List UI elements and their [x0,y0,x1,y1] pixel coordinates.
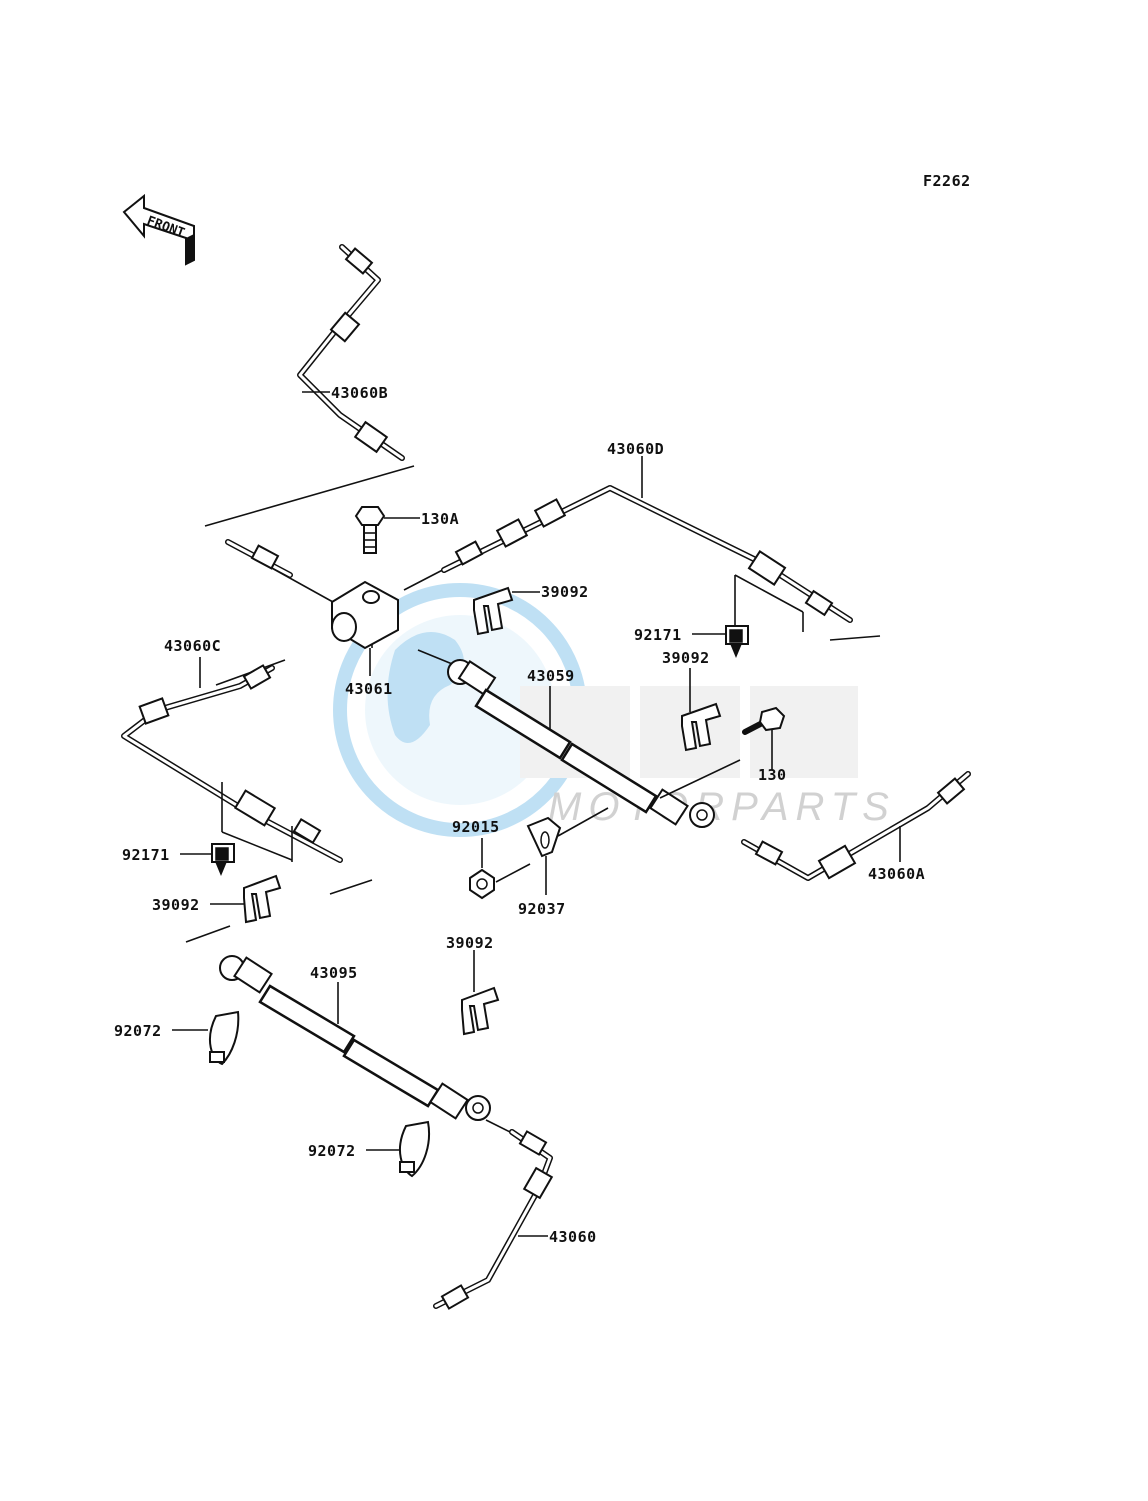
brake-hose-43059 [417,649,741,828]
callout-43095: 43095 [310,964,358,982]
callout-43061: 43061 [345,680,393,698]
clip-39092-lower-mid [461,986,500,1036]
callout-43060d: 43060D [607,440,664,458]
bolt-130 [742,706,786,735]
callout-39092-lower-left: 39092 [152,896,200,914]
callout-92037: 92037 [518,900,566,918]
callout-92171-upper: 92171 [634,626,682,644]
callout-43060c: 43060C [164,637,221,655]
callout-39092-upper: 39092 [541,583,589,601]
brake-pipe-43060 [433,1119,554,1310]
brake-pipe-43060c [121,664,343,863]
clip-39092-mid [681,702,722,752]
callout-130: 130 [758,766,787,784]
callout-130a: 130A [421,510,459,528]
callout-39092-mid: 39092 [662,649,710,667]
brake-hose-43095 [185,925,491,1121]
nut-92015 [469,863,531,900]
oem-motorparts-watermark: MOTORPARTS [333,583,896,837]
front-direction-arrow-icon: FRONT [122,193,195,266]
clip-39092-lower-left [243,874,282,924]
watermark-text: MOTORPARTS [548,785,896,829]
bolt-130a [354,506,386,554]
band-92072-lower [398,1120,430,1178]
clip-39092-upper [473,586,514,636]
callout-92072-left: 92072 [114,1022,162,1040]
brake-pipe-43060d [441,485,853,623]
brake-pipe-43060b [297,244,405,461]
bracket-92037 [526,816,562,858]
brake-pipe-43060a [741,771,971,881]
callout-92015: 92015 [452,818,500,836]
callout-92072-lower: 92072 [308,1142,356,1160]
clamp-92171-upper [725,625,749,658]
callout-39092-lower-mid: 39092 [446,934,494,952]
callout-92171-lower: 92171 [122,846,170,864]
callout-43059: 43059 [527,667,575,685]
pipe-stub-left [225,539,293,578]
clamp-92171-lower [211,843,235,876]
figure-code: F2262 [923,172,971,190]
callout-43060a: 43060A [868,865,925,883]
band-92072-left [208,1010,240,1066]
callout-43060: 43060 [549,1228,597,1246]
callout-43060b: 43060B [331,384,388,402]
junction-block-43061 [331,580,399,650]
